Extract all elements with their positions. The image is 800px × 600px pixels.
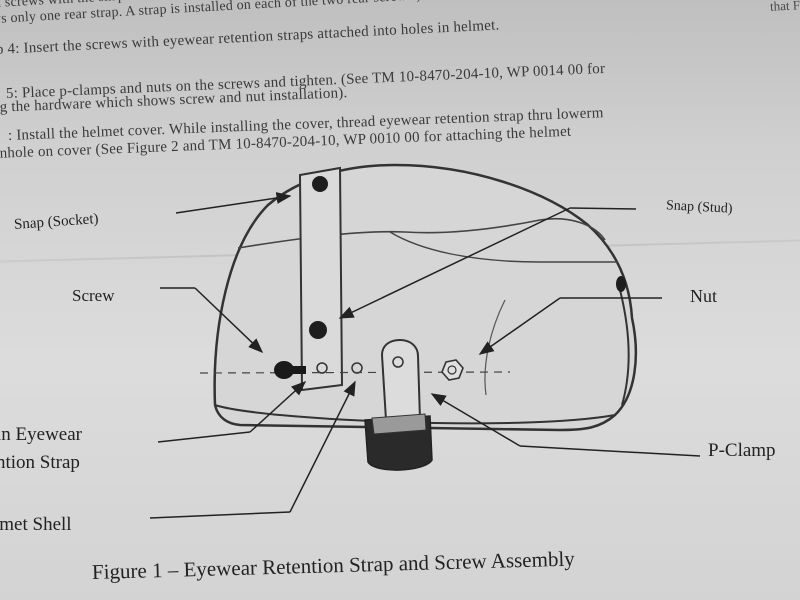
p-clamp-body: [380, 338, 422, 421]
p-clamp-hole: [392, 356, 404, 368]
snap-stud-dot: [309, 321, 327, 339]
label-p-clamp: P-Clamp: [708, 440, 776, 461]
leader-eyewear: [157, 431, 251, 443]
leader-shell: [149, 511, 291, 519]
eyewear-strap-band: [371, 413, 427, 435]
leader-nut-2: [478, 297, 561, 355]
leader-pclamp: [519, 445, 701, 457]
leader-pclamp-2: [430, 393, 521, 447]
nut-hex: [441, 359, 464, 381]
snap-socket-dot: [312, 176, 328, 192]
label-eyewear-line-2: ntion Strap: [0, 452, 80, 473]
leader-snap-stud: [569, 207, 637, 210]
nut-center: [447, 365, 457, 375]
label-eyewear-line-1: in Eyewear: [0, 424, 82, 445]
back-stud: [616, 276, 626, 292]
screw-shank: [292, 366, 306, 374]
leader-eyewear-2: [249, 380, 307, 433]
leader-snap-socket: [175, 192, 292, 214]
shell-back-edge: [619, 289, 630, 406]
screw-head: [274, 361, 294, 379]
label-screw: Screw: [72, 286, 115, 305]
label-snap-stud: Snap (Stud): [665, 198, 733, 217]
leader-snap-stud-2: [338, 207, 571, 319]
cover-seam-lower: [389, 231, 618, 263]
retention-strap: [298, 166, 344, 392]
strap-hole: [316, 362, 328, 374]
label-helmet-shell: lmet Shell: [0, 514, 72, 535]
label-nut: Nut: [690, 286, 717, 306]
leader-shell-2: [289, 380, 356, 513]
leader-screw-2: [194, 287, 264, 354]
